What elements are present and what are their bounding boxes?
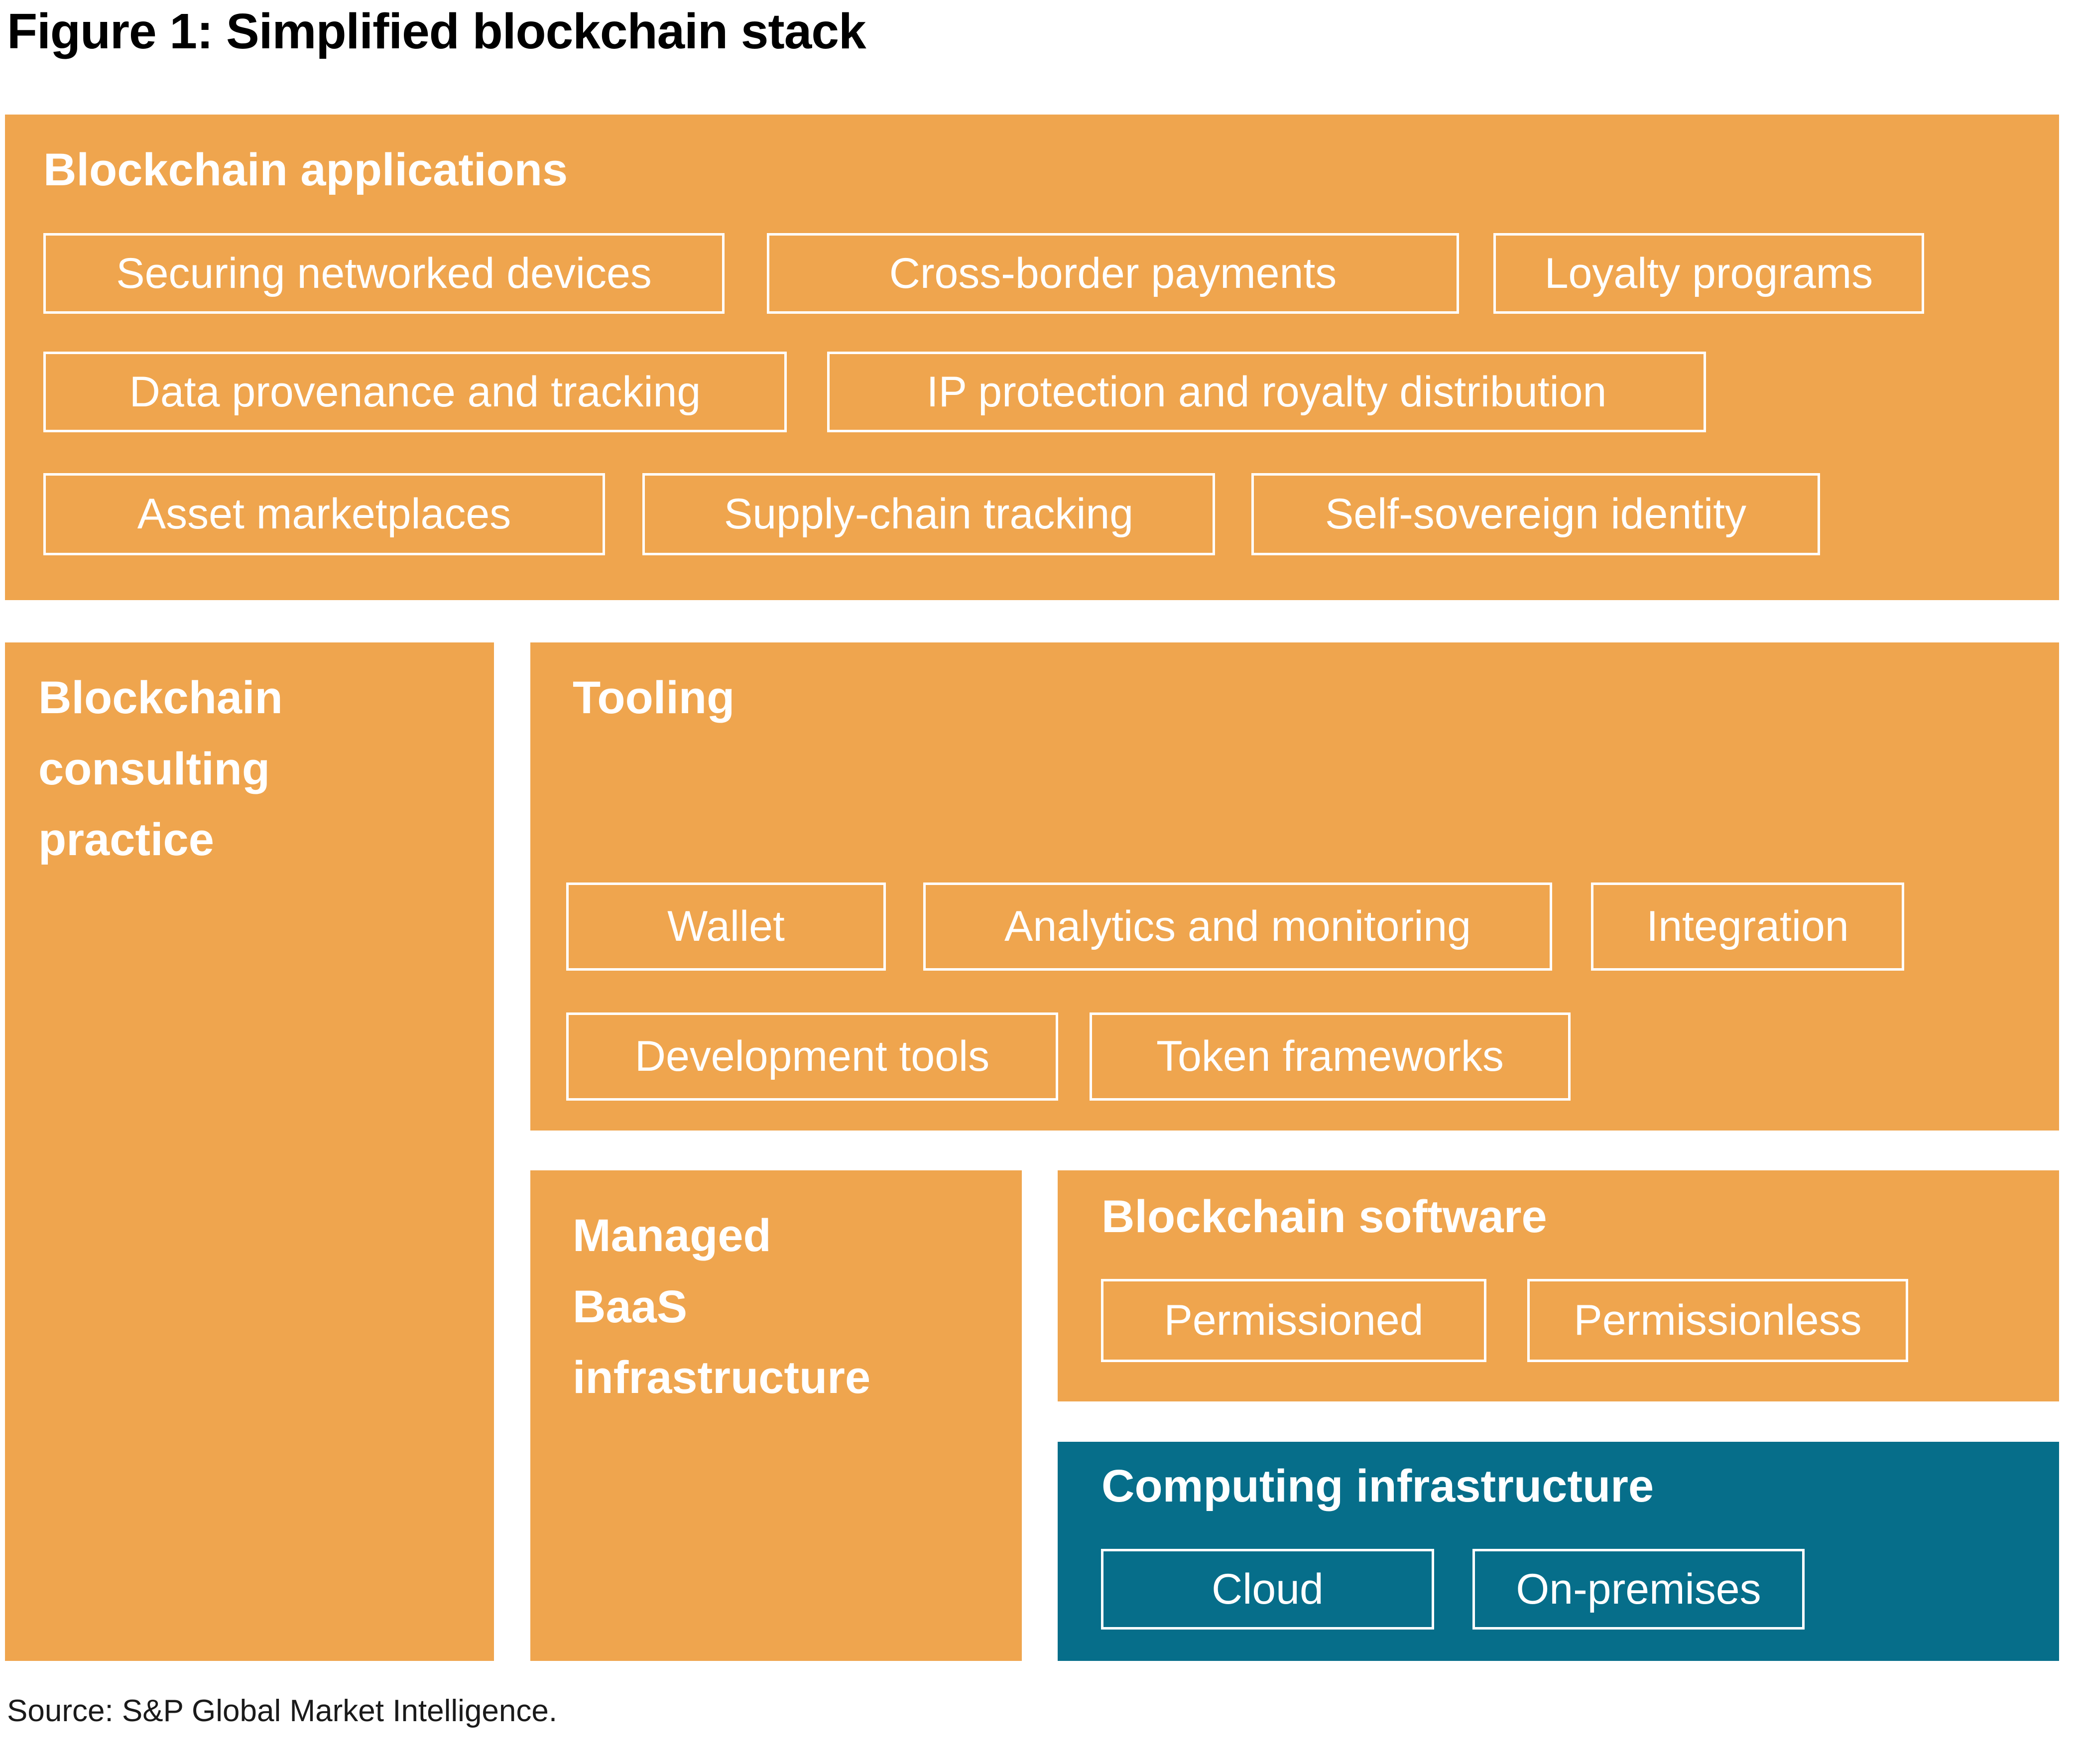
managed-baas-heading: Managed BaaS infrastructure xyxy=(573,1200,870,1413)
box-asset-marketplaces: Asset marketplaces xyxy=(43,473,605,555)
box-analytics-and-monitoring: Analytics and monitoring xyxy=(923,882,1552,971)
blockchain-software-block: Blockchain software Permissioned Permiss… xyxy=(1058,1170,2059,1401)
heading-line: Blockchain xyxy=(38,672,283,723)
blockchain-applications-block: Blockchain applications Securing network… xyxy=(5,115,2059,600)
heading-line: BaaS xyxy=(573,1281,688,1332)
managed-baas-block: Managed BaaS infrastructure xyxy=(530,1170,1022,1661)
source-note: Source: S&P Global Market Intelligence. xyxy=(7,1694,558,1728)
blockchain-consulting-block: Blockchain consulting practice xyxy=(5,642,494,1661)
heading-line: Managed xyxy=(573,1210,771,1261)
box-permissioned: Permissioned xyxy=(1101,1279,1486,1362)
box-development-tools: Development tools xyxy=(566,1012,1058,1101)
figure-title: Figure 1: Simplified blockchain stack xyxy=(7,3,866,59)
box-permissionless: Permissionless xyxy=(1527,1279,1908,1362)
tooling-block: Tooling Wallet Analytics and monitoring … xyxy=(530,642,2059,1131)
box-data-provenance-and-tracking: Data provenance and tracking xyxy=(43,352,787,432)
box-cross-border-payments: Cross-border payments xyxy=(767,233,1459,314)
box-loyalty-programs: Loyalty programs xyxy=(1493,233,1924,314)
box-ip-protection-and-royalty-distribution: IP protection and royalty distribution xyxy=(827,352,1706,432)
box-self-sovereign-identity: Self-sovereign identity xyxy=(1251,473,1820,555)
blockchain-consulting-heading: Blockchain consulting practice xyxy=(38,662,283,876)
box-on-premises: On-premises xyxy=(1472,1549,1805,1630)
box-wallet: Wallet xyxy=(566,882,886,971)
box-securing-networked-devices: Securing networked devices xyxy=(43,233,725,314)
computing-infrastructure-heading: Computing infrastructure xyxy=(1101,1461,1654,1512)
computing-infrastructure-block: Computing infrastructure Cloud On-premis… xyxy=(1058,1442,2059,1661)
box-cloud: Cloud xyxy=(1101,1549,1434,1630)
blockchain-software-heading: Blockchain software xyxy=(1101,1191,1547,1242)
heading-line: consulting xyxy=(38,743,270,794)
blockchain-applications-heading: Blockchain applications xyxy=(43,144,568,195)
box-supply-chain-tracking: Supply-chain tracking xyxy=(642,473,1215,555)
tooling-heading: Tooling xyxy=(573,672,735,723)
heading-line: infrastructure xyxy=(573,1352,871,1403)
box-token-frameworks: Token frameworks xyxy=(1090,1012,1571,1101)
heading-line: practice xyxy=(38,814,214,866)
box-integration: Integration xyxy=(1591,882,1904,971)
